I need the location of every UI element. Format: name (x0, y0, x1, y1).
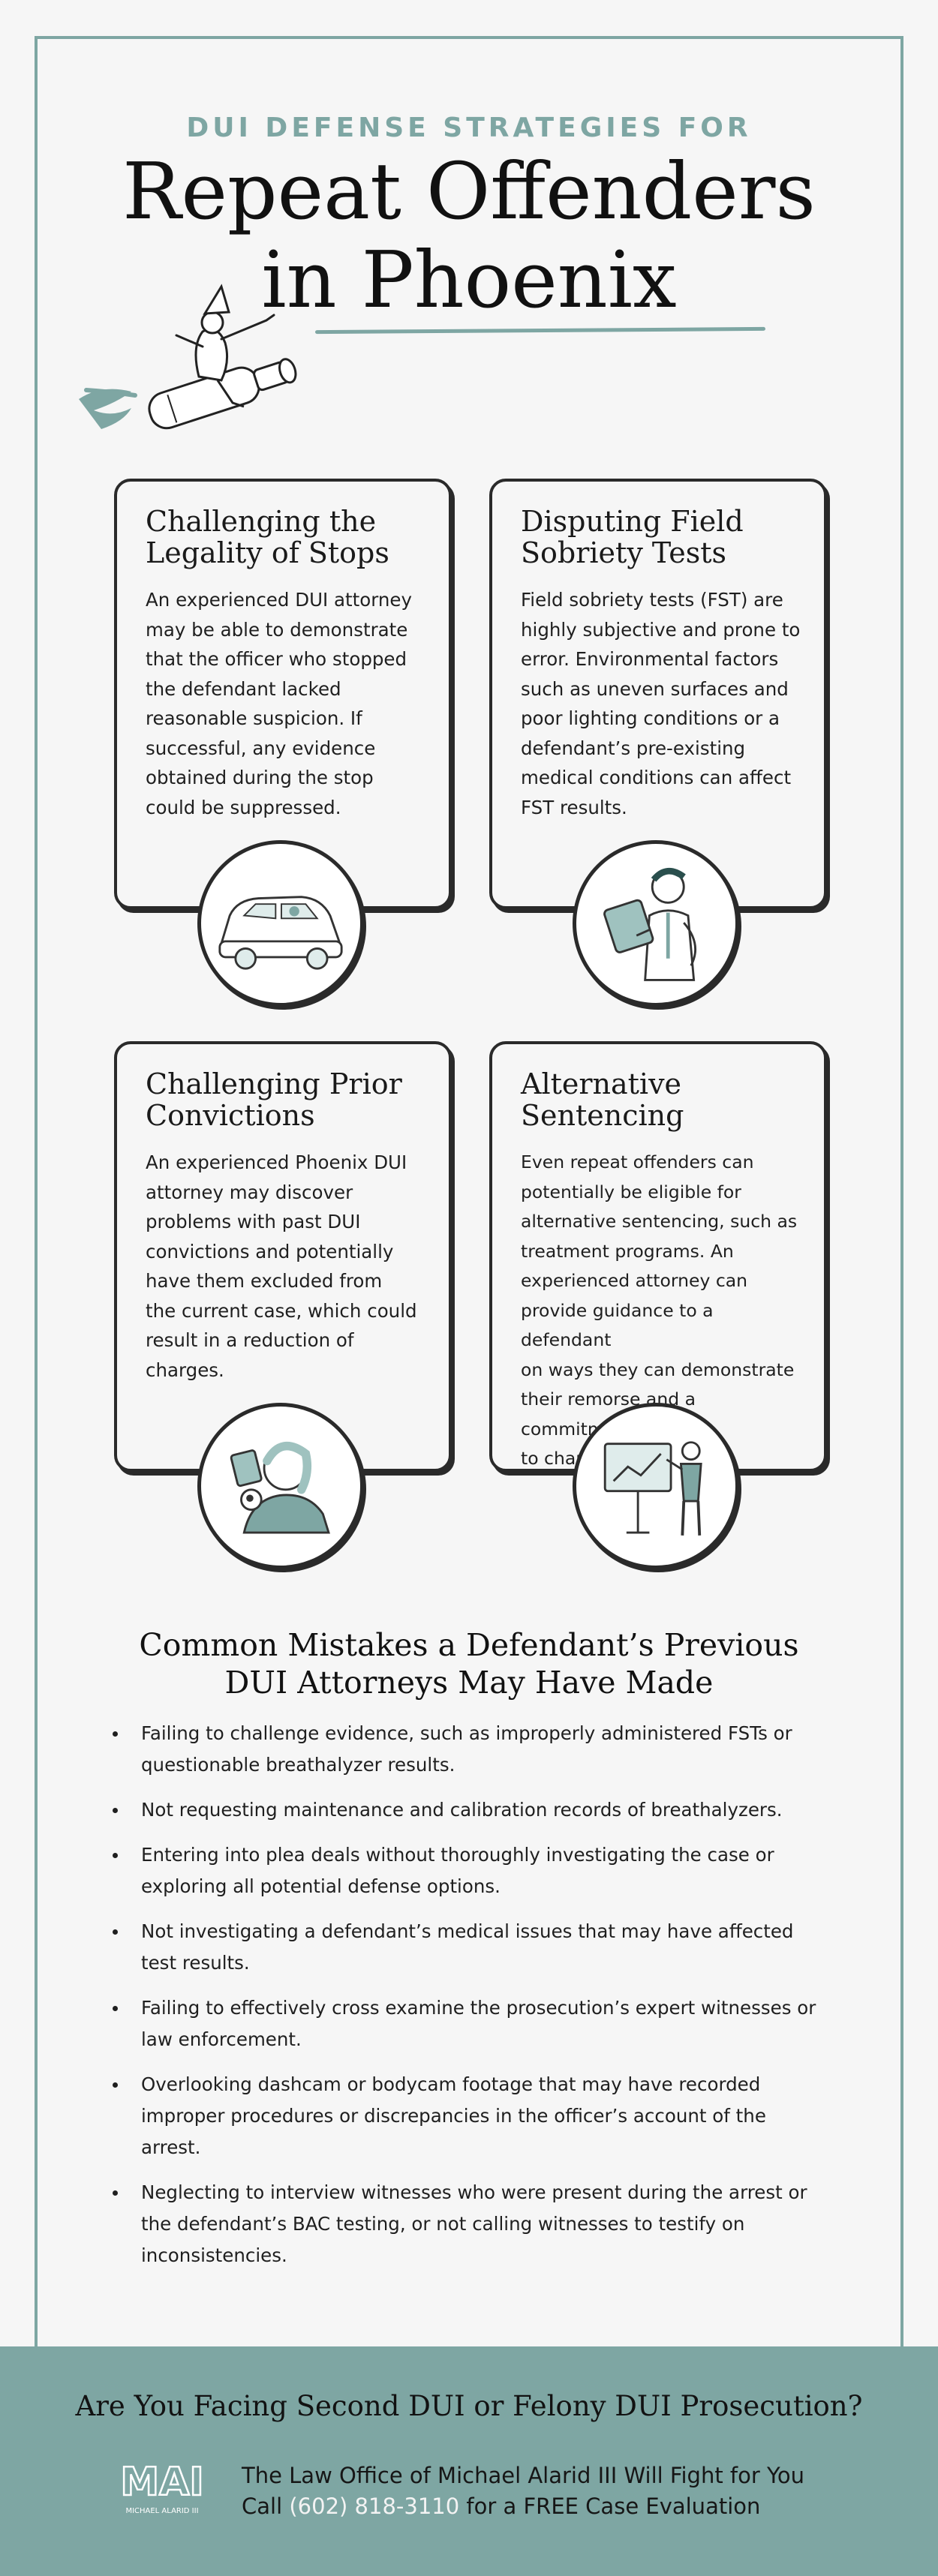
list-item-line: arrest. (141, 2136, 201, 2158)
list-item-line: Failing to effectively cross examine the… (141, 1997, 816, 2019)
list-item: Overlooking dashcam or bodycam footage t… (110, 2069, 830, 2163)
footer-line1: The Law Office of Michael Alarid III Wil… (242, 2463, 805, 2488)
card-body-line: error. Environmental factors (521, 648, 779, 670)
page-title-line1: Repeat Offenders (122, 146, 816, 237)
card-title-line: Alternative (521, 1067, 682, 1100)
header-kicker: DUI DEFENSE STRATEGIES FOR (186, 113, 752, 143)
card-title-line: Challenging Prior (146, 1067, 402, 1100)
card-body-line: Field sobriety tests (FST) are (521, 589, 783, 611)
card-legality-of-stops: Challenging the Legality of Stops An exp… (114, 479, 452, 909)
card-title-line: Legality of Stops (146, 536, 389, 569)
badge-doctor (573, 840, 739, 1007)
list-item-line: Not investigating a defendant’s medical … (141, 1920, 794, 1942)
list-item-line: Neglecting to interview witnesses who we… (141, 2181, 807, 2203)
card-body-line: result in a reduction of (146, 1329, 354, 1351)
card-body-line: have them excluded from (146, 1270, 383, 1292)
footer-line2: Call (602) 818-3110 for a FREE Case Eval… (242, 2493, 760, 2519)
card-body-line: attorney may discover (146, 1181, 353, 1203)
logo-mark: MAI (120, 2460, 203, 2505)
card-body-line: Even repeat offenders can (521, 1151, 754, 1172)
list-item: Neglecting to interview witnesses who we… (110, 2177, 830, 2271)
card-body-line: successful, any evidence (146, 737, 376, 759)
page-title: Repeat Offenders in Phoenix (0, 147, 938, 324)
list-item-line: inconsistencies. (141, 2244, 287, 2266)
badge-presentation (573, 1403, 739, 1569)
person-reading-icon (230, 1441, 330, 1534)
page-title-line2: in Phoenix (261, 234, 677, 326)
law-office-logo-icon: MAI MICHAEL ALARID III (119, 2459, 205, 2515)
card-body-line: potentially be eligible for (521, 1181, 741, 1202)
card-body-line: could be suppressed. (146, 796, 341, 818)
card-body-line: An experienced DUI attorney (146, 589, 412, 611)
card-title-line: Sobriety Tests (521, 536, 727, 569)
footer: Are You Facing Second DUI or Felony DUI … (0, 2346, 938, 2576)
card-body: An experienced Phoenix DUI attorney may … (146, 1148, 431, 1385)
card-title: Disputing Field Sobriety Tests (521, 506, 806, 569)
card-body-line: treatment programs. An (521, 1240, 734, 1262)
card-body-line: provide guidance to a defendant (521, 1299, 714, 1351)
card-body-line: the defendant lacked (146, 677, 341, 700)
car-icon (218, 896, 343, 970)
page-frame (35, 36, 903, 2346)
list-item: Failing to challenge evidence, such as i… (110, 1718, 830, 1781)
list-item-line: Not requesting maintenance and calibrati… (141, 1799, 783, 1821)
list-item-line: law enforcement. (141, 2028, 302, 2050)
list-item-line: Overlooking dashcam or bodycam footage t… (141, 2073, 761, 2095)
card-body-line: medical conditions can affect (521, 767, 792, 788)
list-item-line: the defendant’s BAC testing, or not call… (141, 2213, 745, 2235)
list-item-line: test results. (141, 1952, 250, 1974)
call-prefix: Call (242, 2493, 290, 2519)
mistakes-title-line: DUI Attorneys May Have Made (224, 1665, 714, 1701)
card-body-line: that the officer who stopped (146, 648, 407, 670)
list-item-line: exploring all potential defense options. (141, 1875, 501, 1897)
card-body-line: obtained during the stop (146, 767, 374, 788)
list-item-line: Failing to challenge evidence, such as i… (141, 1722, 792, 1744)
list-item: Not requesting maintenance and calibrati… (110, 1794, 830, 1826)
card-body-line: convictions and potentially (146, 1240, 394, 1262)
list-item: Entering into plea deals without thoroug… (110, 1839, 830, 1902)
logo-name: MICHAEL ALARID III (125, 2507, 198, 2515)
card-body: An experienced DUI attorney may be able … (146, 585, 431, 822)
bottle-rider-icon (79, 284, 297, 430)
card-body-line: highly subjective and prone to (521, 618, 801, 641)
phone-link[interactable]: (602) 818-3110 (289, 2493, 460, 2519)
presentation-icon (603, 1441, 702, 1536)
card-title: Challenging Prior Convictions (146, 1068, 431, 1131)
card-body: Field sobriety tests (FST) are highly su… (521, 585, 806, 822)
list-item-line: Entering into plea deals without thoroug… (141, 1844, 774, 1866)
card-body-line: charges. (146, 1359, 224, 1381)
badge-car (197, 840, 364, 1007)
card-title-line: Sentencing (521, 1099, 684, 1132)
doctor-icon (603, 867, 696, 981)
card-body-line: defendant’s pre-existing (521, 737, 746, 759)
card-body-line: such as uneven surfaces and (521, 677, 789, 700)
card-title-line: Challenging the (146, 505, 377, 538)
mistakes-title: Common Mistakes a Defendant’s Previous D… (0, 1626, 938, 1701)
badge-reading (197, 1403, 364, 1569)
card-body-line: problems with past DUI (146, 1211, 361, 1232)
card-field-sobriety-tests: Disputing Field Sobriety Tests Field sob… (489, 479, 827, 909)
list-item-line: improper procedures or discrepancies in … (141, 2105, 766, 2127)
card-body-line: alternative sentencing, such as (521, 1211, 798, 1232)
card-body-line: the current case, which could (146, 1299, 417, 1322)
card-alternative-sentencing: Alternative Sentencing Even repeat offen… (489, 1041, 827, 1472)
footer-cta: Are You Facing Second DUI or Felony DUI … (75, 2390, 863, 2422)
list-item: Not investigating a defendant’s medical … (110, 1916, 830, 1979)
card-title-line: Disputing Field (521, 505, 744, 538)
card-body-line: An experienced Phoenix DUI (146, 1151, 407, 1173)
card-title: Challenging the Legality of Stops (146, 506, 431, 569)
card-body-line: experienced attorney can (521, 1270, 748, 1291)
card-title-line: Convictions (146, 1099, 315, 1132)
mistakes-list: Failing to challenge evidence, such as i… (110, 1718, 830, 2285)
card-body-line: FST results. (521, 796, 627, 818)
card-body-line: on ways they can demonstrate (521, 1359, 795, 1380)
card-body-line: reasonable suspicion. If (146, 707, 362, 729)
card-body-line: poor lighting conditions or a (521, 707, 780, 729)
call-suffix: for a FREE Case Evaluation (459, 2493, 761, 2519)
card-body-line: may be able to demonstrate (146, 618, 408, 641)
list-item: Failing to effectively cross examine the… (110, 1992, 830, 2055)
list-item-line: questionable breathalyzer results. (141, 1754, 455, 1776)
card-title: Alternative Sentencing (521, 1068, 806, 1131)
mistakes-title-line: Common Mistakes a Defendant’s Previous (139, 1627, 799, 1663)
